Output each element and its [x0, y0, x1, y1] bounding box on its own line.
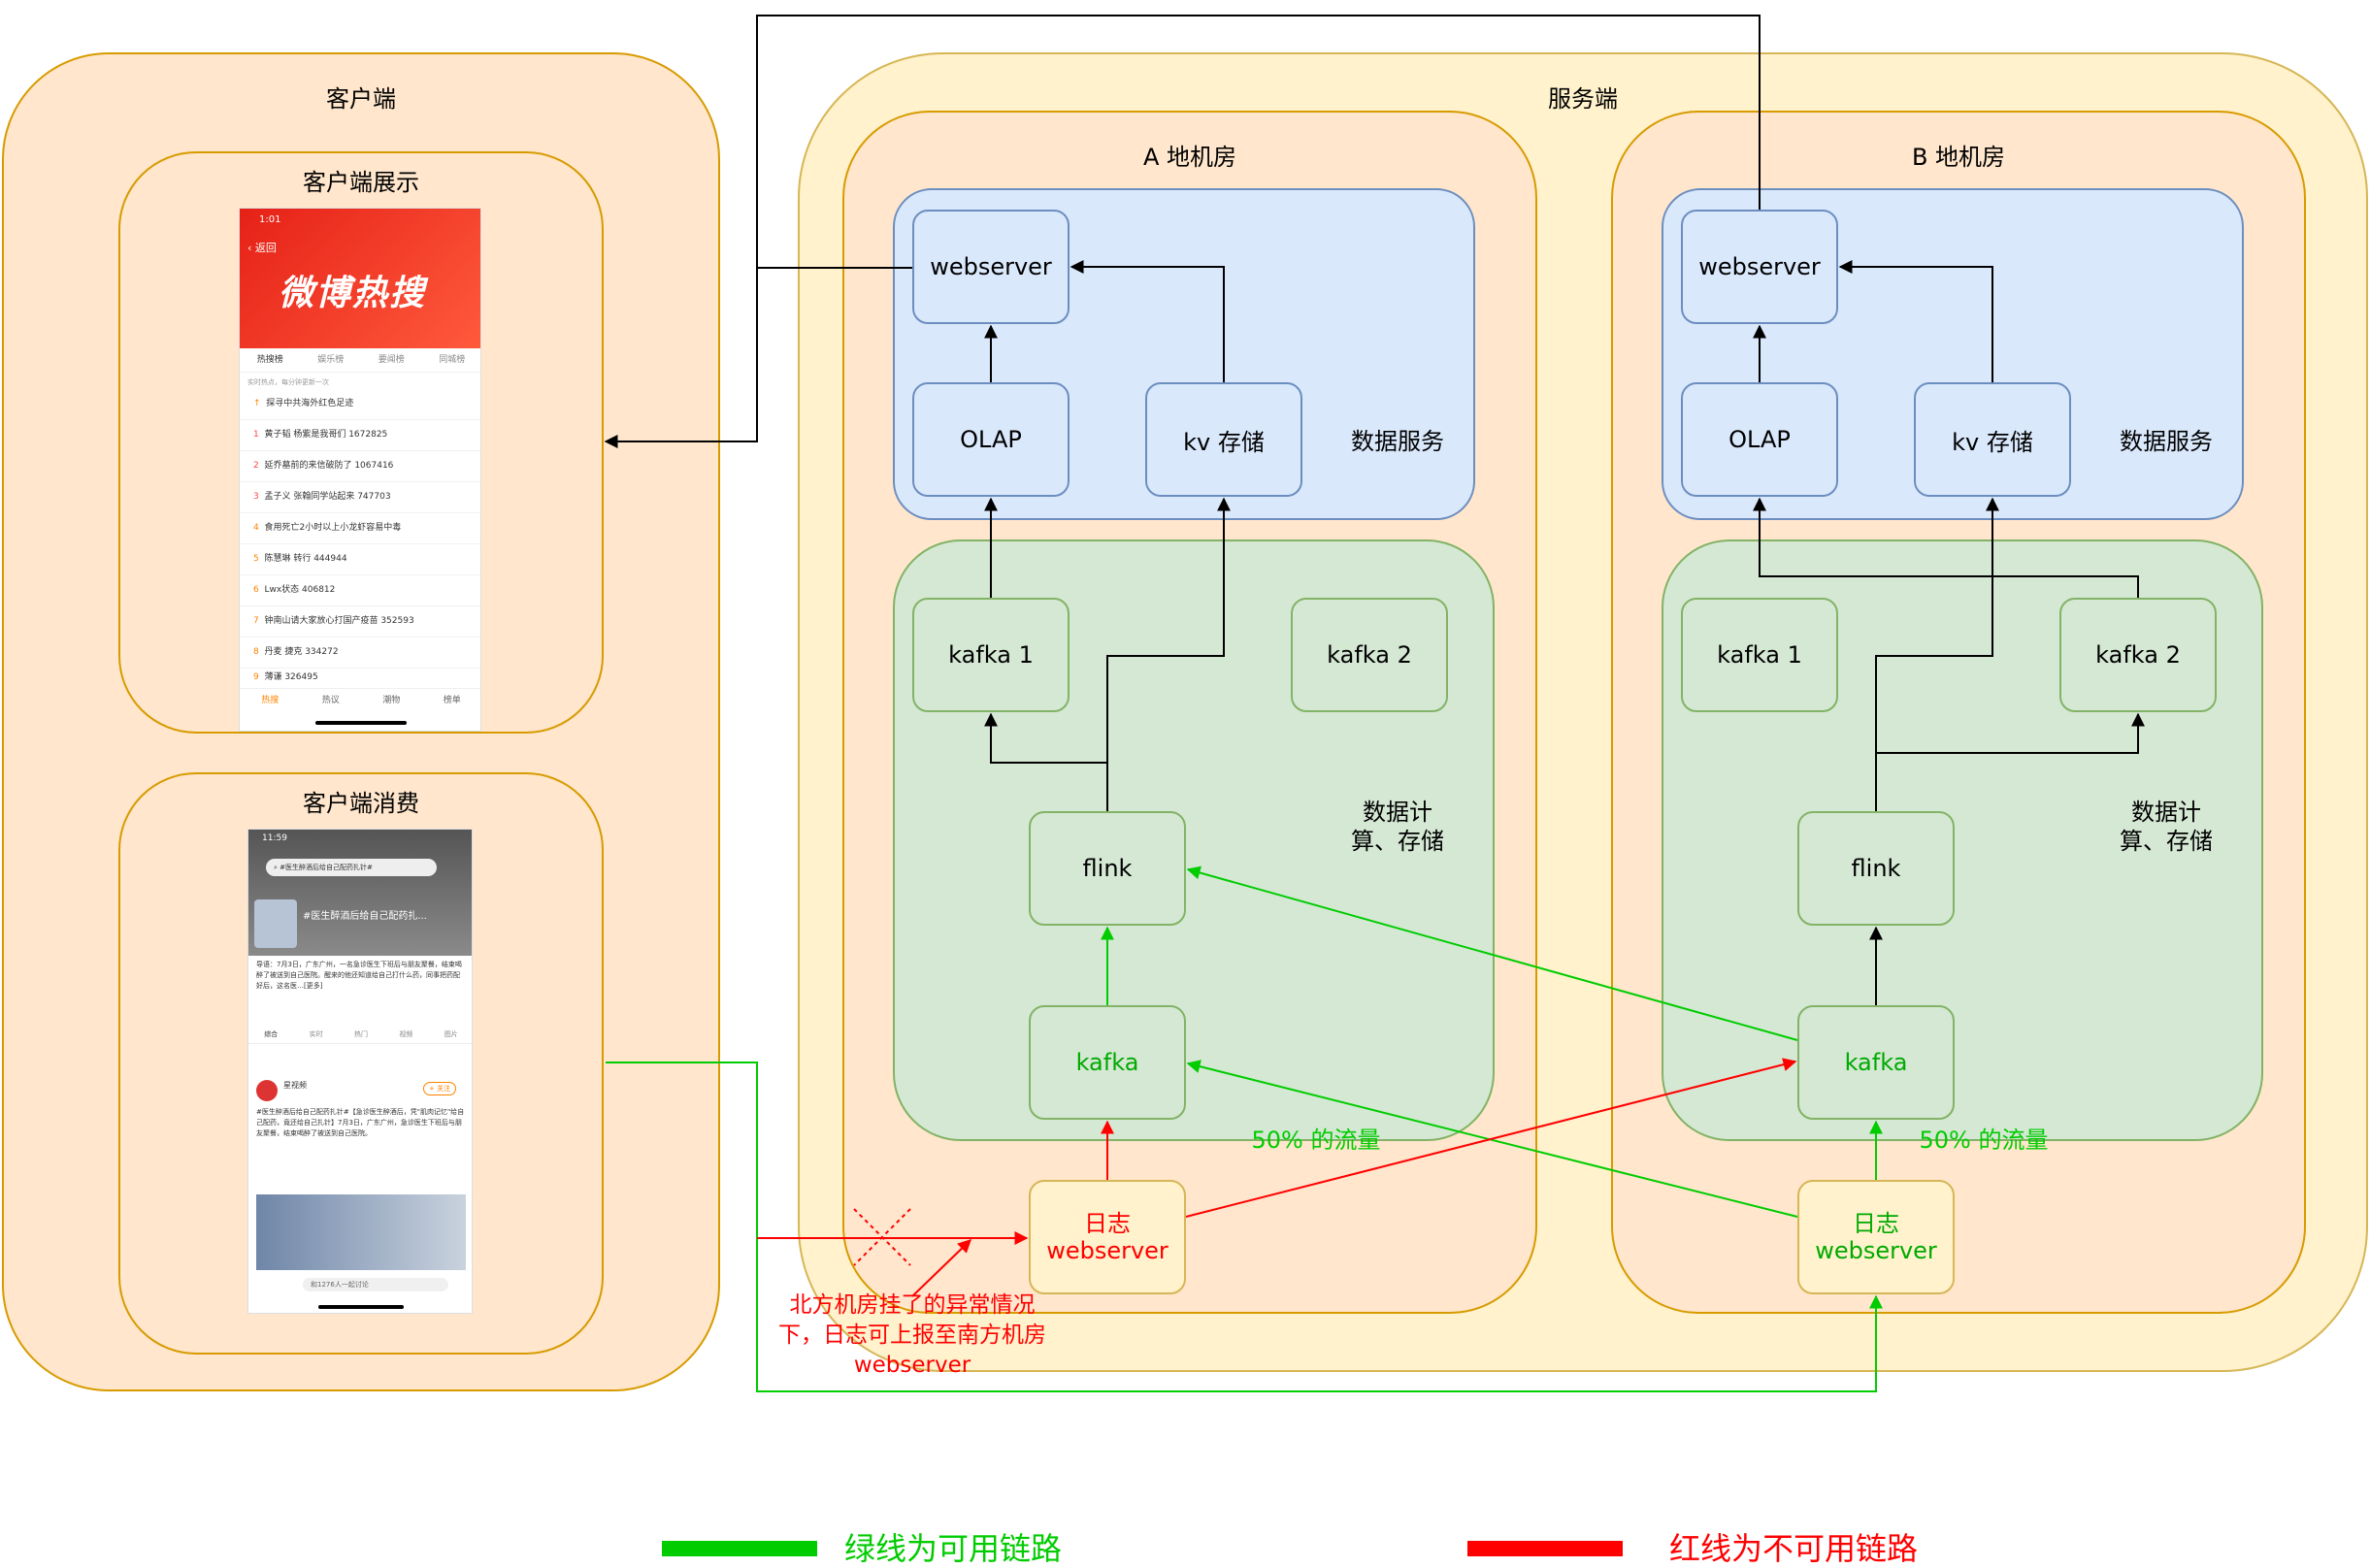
post-text: #医生醉酒后给自己配药扎针#【急诊医生醉酒后，凭"肌肉记忆"给自己配药，竟还给自… [256, 1108, 465, 1137]
room-a-webserver-node[interactable]: webserver [912, 210, 1070, 324]
bottom-tab-trend[interactable]: 潮物 [382, 696, 401, 705]
failure-note: 北方机房挂了的异常情况下，日志可上报至南方机房 webserver [778, 1292, 1046, 1378]
search-icon: ⌕ [274, 864, 278, 871]
client-title: 客户端 [326, 85, 396, 113]
hot-search-banner: 1:01 ‹ 返回 微博热搜 [240, 209, 480, 348]
client-display-title: 客户端展示 [303, 169, 419, 196]
list-item[interactable]: ↑ 探寻中共海外红色足迹 [240, 389, 480, 420]
post-image [256, 1194, 466, 1270]
post-author[interactable]: 星视频 [283, 1081, 307, 1090]
room-b-log-webserver-node[interactable]: 日志 webserver [1797, 1180, 1955, 1294]
client-consume-title: 客户端消费 [303, 790, 419, 817]
bottom-tab-hot[interactable]: 热搜 [261, 696, 280, 705]
topic-image [254, 899, 297, 948]
list-item[interactable]: 9 薄谦 326495 [253, 672, 318, 682]
topic-intro: 导语：7月3日，广东广州，一名急诊医生下班后与朋友聚餐，结束喝醉了被送到自己医院… [256, 961, 462, 990]
room-a-flink-node[interactable]: flink [1029, 811, 1186, 926]
hot-search-list: ↑ 探寻中共海外红色足迹 1 黄子韬 杨紫是我哥们 1672825 2 延乔墓前… [240, 389, 480, 686]
list-item[interactable]: 8 丹麦 捷克 334272 [240, 637, 480, 669]
follow-button[interactable]: + 关注 [423, 1082, 457, 1095]
list-item[interactable]: 5 陈慧琳 转行 444944 [240, 544, 480, 575]
list-item[interactable]: 4 食用死亡2小时以上小龙虾容易中毒 [240, 513, 480, 544]
list-item[interactable]: 3 孟子义 张翰同学站起来 747703 [240, 482, 480, 513]
avatar [256, 1080, 278, 1101]
room-a-kv-node[interactable]: kv 存储 [1145, 382, 1302, 497]
room-a-kafka1-node[interactable]: kafka 1 [912, 598, 1070, 712]
bottom-tab-ranking[interactable]: 榜单 [443, 696, 461, 705]
hot-search-note: 实时热点，每分钟更新一次 [247, 378, 329, 386]
room-a-data-service-label: 数据服务 [1351, 428, 1444, 455]
legend-red-label: 红线为不可用链路 [1669, 1530, 1919, 1567]
tab-local[interactable]: 同城榜 [439, 355, 466, 365]
legend-green-label: 绿线为可用链路 [844, 1530, 1063, 1567]
room-b-log-line2: webserver [1815, 1237, 1937, 1264]
topic-header: 11:59 ⌕ #医生醉酒后给自己配药扎针# #医生醉酒后给自己配药扎... [248, 830, 472, 956]
room-b-traffic-label: 50% 的流量 [1919, 1127, 2049, 1154]
tab-video[interactable]: 视频 [399, 1030, 413, 1038]
room-b-compute-label: 数据计算、存储 [2120, 799, 2213, 855]
server-title: 服务端 [1548, 85, 1618, 113]
tab-news[interactable]: 要闻榜 [378, 355, 405, 365]
room-b-webserver-node[interactable]: webserver [1681, 210, 1838, 324]
legend-green-swatch [662, 1541, 817, 1556]
room-a-traffic-label: 50% 的流量 [1251, 1127, 1381, 1154]
room-a-title: A 地机房 [1142, 144, 1237, 171]
room-b-kv-node[interactable]: kv 存储 [1914, 382, 2071, 497]
chevron-left-icon: ‹ [247, 242, 252, 254]
list-item[interactable]: 7 钟南山请大家放心打国产疫苗 352593 [240, 606, 480, 637]
room-b-data-service-label: 数据服务 [2120, 428, 2213, 455]
comment-input[interactable]: 和1276人一起讨论 [303, 1278, 448, 1291]
room-a-log-webserver-node[interactable]: 日志 webserver [1029, 1180, 1186, 1294]
status-time: 11:59 [262, 833, 287, 843]
tab-hot[interactable]: 热搜榜 [256, 355, 283, 365]
tab-realtime[interactable]: 实时 [309, 1030, 323, 1038]
tab-images[interactable]: 图片 [444, 1030, 458, 1038]
bottom-tab-discuss[interactable]: 热议 [321, 696, 340, 705]
hot-search-brand: 微博热搜 [279, 274, 427, 313]
room-a-olap-node[interactable]: OLAP [912, 382, 1070, 497]
list-item[interactable]: 2 延乔墓前的来信破防了 1067416 [240, 451, 480, 482]
tab-all[interactable]: 综合 [264, 1030, 279, 1038]
room-b-title: B 地机房 [1911, 144, 2006, 171]
room-b-log-line1: 日志 [1853, 1210, 1899, 1237]
room-b-olap-node[interactable]: OLAP [1681, 382, 1838, 497]
status-time: 1:01 [259, 214, 281, 225]
room-a-log-line2: webserver [1046, 1237, 1169, 1264]
room-a-kafka2-node[interactable]: kafka 2 [1291, 598, 1448, 712]
legend-red-swatch [1467, 1541, 1623, 1556]
back-button[interactable]: ‹ 返回 [247, 242, 277, 254]
hot-search-bottom-bar: 热搜 热议 潮物 榜单 [240, 688, 480, 712]
list-item[interactable]: 1 黄子韬 杨紫是我哥们 1672825 [240, 420, 480, 451]
tab-popular[interactable]: 热门 [353, 1030, 368, 1038]
topic-tabs: 综合 实时 热门 视频 图片 [248, 1026, 472, 1044]
topic-page-screenshot: 11:59 ⌕ #医生醉酒后给自己配药扎针# #医生醉酒后给自己配药扎... 导… [247, 829, 473, 1314]
room-a-compute-label: 数据计算、存储 [1351, 799, 1444, 855]
hot-search-screenshot: 1:01 ‹ 返回 微博热搜 热搜榜 娱乐榜 要闻榜 同城榜 实时热点，每分钟更… [239, 208, 481, 732]
room-a-log-line1: 日志 [1084, 1210, 1131, 1237]
room-b-kafka2-node[interactable]: kafka 2 [2059, 598, 2217, 712]
room-a-kafka-node[interactable]: kafka [1029, 1005, 1186, 1120]
home-indicator [315, 721, 407, 725]
room-b-kafka-node[interactable]: kafka [1797, 1005, 1955, 1120]
home-indicator [318, 1305, 404, 1309]
list-item[interactable]: 6 Lwx状态 406812 [240, 575, 480, 606]
room-b-kafka1-node[interactable]: kafka 1 [1681, 598, 1838, 712]
search-input[interactable]: ⌕ #医生醉酒后给自己配药扎针# [266, 859, 437, 876]
tab-entertainment[interactable]: 娱乐榜 [317, 355, 345, 365]
room-b-flink-node[interactable]: flink [1797, 811, 1955, 926]
hot-search-tabs: 热搜榜 娱乐榜 要闻榜 同城榜 [240, 352, 480, 373]
topic-title: #医生醉酒后给自己配药扎... [303, 911, 427, 922]
